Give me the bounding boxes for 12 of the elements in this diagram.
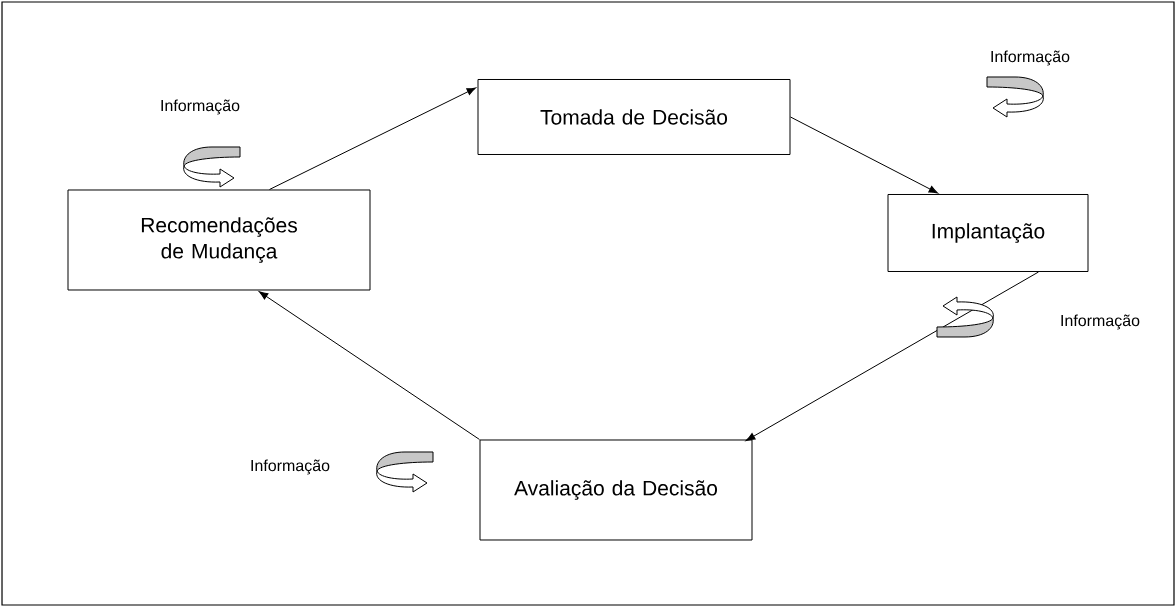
- arrow: [258, 291, 480, 440]
- arrow: [790, 116, 939, 194]
- process-box: Recomendações de Mudança: [67, 189, 371, 291]
- process-box: Avaliação da Decisão: [479, 439, 753, 541]
- arrow: [269, 87, 477, 190]
- annotation-text: Informação: [161, 99, 240, 115]
- process-box: Tomada de Decisão: [477, 79, 791, 155]
- arrow: [745, 271, 1039, 441]
- annotation-text: Informação: [1061, 314, 1140, 330]
- annotation-text: Informação: [991, 50, 1070, 66]
- process-box: Implantação: [887, 194, 1089, 272]
- annotation-text: Informação: [251, 459, 330, 475]
